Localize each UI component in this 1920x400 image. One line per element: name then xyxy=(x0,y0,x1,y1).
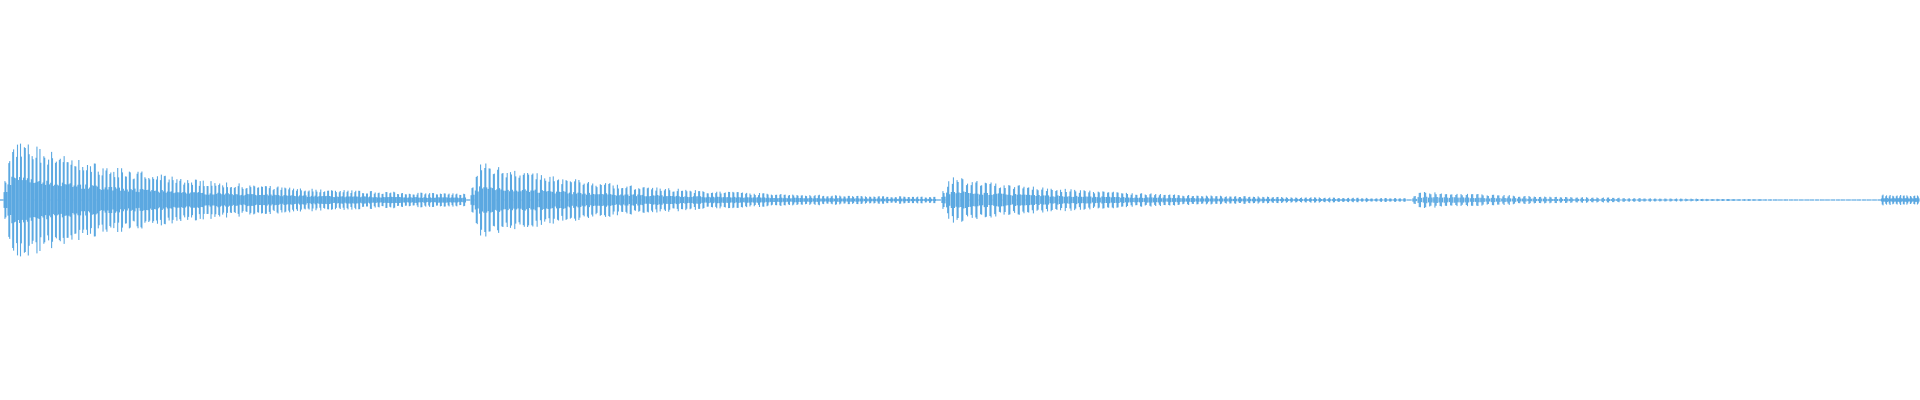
waveform-trace xyxy=(0,143,1920,257)
waveform-segment-1 xyxy=(0,143,467,257)
waveform-segment-5 xyxy=(1877,194,1920,206)
waveform-segment-2 xyxy=(466,163,937,237)
waveform-segment-4 xyxy=(1407,192,1877,208)
waveform-segment-3 xyxy=(936,177,1407,223)
